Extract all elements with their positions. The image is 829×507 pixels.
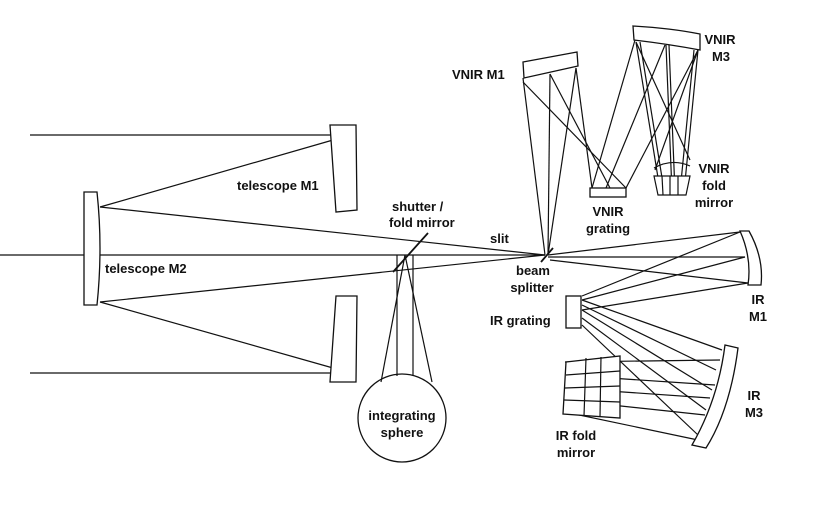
label-telescope-m1: telescope M1	[237, 178, 319, 193]
shutter-fold-mirror	[392, 232, 429, 273]
label-ir-m3-2: M3	[745, 405, 763, 420]
label-vnir-m3-1: VNIR	[704, 32, 736, 47]
label-vnir-m1: VNIR M1	[452, 67, 505, 82]
incoming-rays	[0, 134, 546, 374]
vnir-rays	[522, 39, 699, 256]
ir-m1	[739, 230, 763, 286]
ir-grating	[565, 295, 582, 329]
label-beam-1: beam	[516, 263, 550, 278]
vnir-m3	[632, 25, 701, 51]
label-integrating-2: sphere	[381, 425, 424, 440]
vnir-fold-mirror	[653, 161, 691, 196]
label-shutter-1: shutter /	[392, 199, 444, 214]
label-vnir-m3-2: M3	[712, 49, 730, 64]
telescope-m1-upper	[329, 124, 358, 213]
label-ir-m1-1: IR	[752, 292, 766, 307]
vnir-grating	[589, 187, 627, 198]
label-vnir-fold-2: fold	[702, 178, 726, 193]
beam-splitter	[540, 247, 554, 263]
label-telescope-m2: telescope M2	[105, 261, 187, 276]
label-integrating-1: integrating	[368, 408, 435, 423]
label-slit: slit	[490, 231, 509, 246]
label-ir-fold-1: IR fold	[556, 428, 596, 443]
label-vnir-grating-2: grating	[586, 221, 630, 236]
telescope-m1-lower	[329, 295, 358, 383]
label-ir-grating: IR grating	[490, 313, 551, 328]
label-vnir-grating-1: VNIR	[592, 204, 624, 219]
label-ir-fold-2: mirror	[557, 445, 595, 460]
ir-fold-mirror	[562, 355, 621, 419]
label-shutter-2: fold mirror	[389, 215, 455, 230]
label-beam-2: splitter	[510, 280, 553, 295]
label-vnir-fold-3: mirror	[695, 195, 733, 210]
integrating-sphere	[357, 254, 447, 463]
vnir-m1	[522, 51, 579, 79]
label-vnir-fold-1: VNIR	[698, 161, 730, 176]
label-ir-m3-1: IR	[748, 388, 762, 403]
ir-m3	[690, 344, 739, 449]
telescope-m2	[83, 191, 101, 306]
label-ir-m1-2: M1	[749, 309, 767, 324]
